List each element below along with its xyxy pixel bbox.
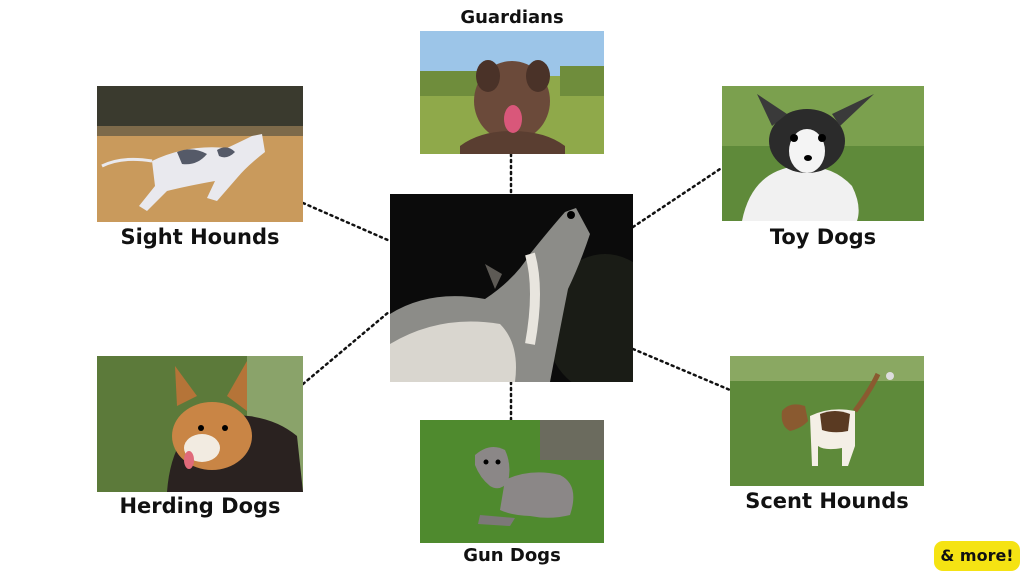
scent-hounds-photo [730, 356, 924, 486]
label-gun-dogs: Gun Dogs [463, 545, 561, 566]
label-sight-hounds: Sight Hounds [120, 225, 280, 249]
connector-toy-dogs [631, 167, 722, 229]
label-scent-hounds: Scent Hounds [745, 489, 909, 513]
label-guardians: Guardians [460, 7, 564, 28]
connector-herding-dogs [301, 309, 392, 386]
more-badge: & more! [934, 541, 1020, 571]
toy-dogs-photo [722, 86, 924, 221]
sight-hounds-photo [97, 86, 303, 222]
guardians-photo [420, 31, 604, 154]
connector-sight-hounds [301, 201, 392, 243]
label-toy-dogs: Toy Dogs [769, 225, 877, 249]
wolf-photo [390, 194, 633, 382]
gun-dogs-photo [420, 420, 604, 543]
connector-scent-hounds [631, 347, 732, 392]
herding-dogs-photo [97, 356, 303, 492]
label-herding-dogs: Herding Dogs [119, 494, 281, 518]
